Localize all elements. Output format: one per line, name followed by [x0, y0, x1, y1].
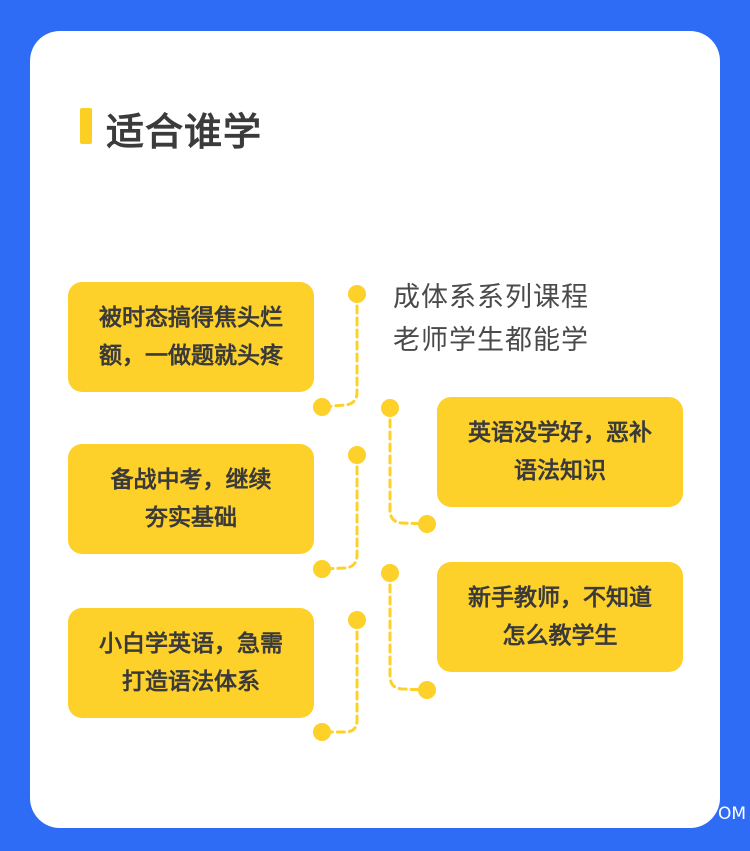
watermark-text: OM	[717, 804, 746, 824]
card-line-1: 备战中考，继续	[110, 467, 272, 493]
connector-path-5	[320, 618, 359, 734]
connector-dot	[381, 399, 399, 417]
card-line-1: 英语没学好，恶补	[468, 420, 652, 446]
intro-text: 成体系系列课程 老师学生都能学	[393, 276, 589, 362]
audience-card-grammar-catchup: 英语没学好，恶补 语法知识	[437, 397, 683, 507]
page-title: 适合谁学	[106, 110, 263, 154]
connector-dot	[381, 564, 399, 582]
card-line-2: 额，一做题就头疼	[99, 343, 283, 369]
connector-path-4	[388, 571, 429, 692]
connector-dot	[418, 515, 436, 533]
connector-path-1	[320, 292, 359, 409]
connector-dot	[418, 681, 436, 699]
card-line-2: 夯实基础	[145, 505, 237, 531]
card-line-2: 打造语法体系	[122, 669, 260, 695]
intro-line-2: 老师学生都能学	[393, 325, 589, 356]
audience-card-tense-trouble: 被时态搞得焦头烂 额，一做题就头疼	[68, 282, 314, 392]
title-accent-bar	[80, 108, 92, 144]
card-line-2: 语法知识	[514, 458, 606, 484]
connector-path-3	[320, 453, 359, 571]
connector-dot	[348, 285, 366, 303]
connector-dot	[313, 560, 331, 578]
card-line-2: 怎么教学生	[502, 623, 618, 649]
connector-dot	[348, 611, 366, 629]
audience-card-beginner: 小白学英语，急需 打造语法体系	[68, 608, 314, 718]
intro-line-1: 成体系系列课程	[393, 282, 589, 313]
audience-card-new-teacher: 新手教师，不知道 怎么教学生	[437, 562, 683, 672]
connector-dot	[313, 398, 331, 416]
card-line-1: 被时态搞得焦头烂	[99, 305, 283, 331]
audience-card-exam-prep: 备战中考，继续 夯实基础	[68, 444, 314, 554]
card-line-1: 小白学英语，急需	[99, 631, 283, 657]
connector-path-2	[388, 406, 429, 526]
connector-dot	[313, 723, 331, 741]
connector-dot	[348, 446, 366, 464]
card-line-1: 新手教师，不知道	[468, 585, 652, 611]
